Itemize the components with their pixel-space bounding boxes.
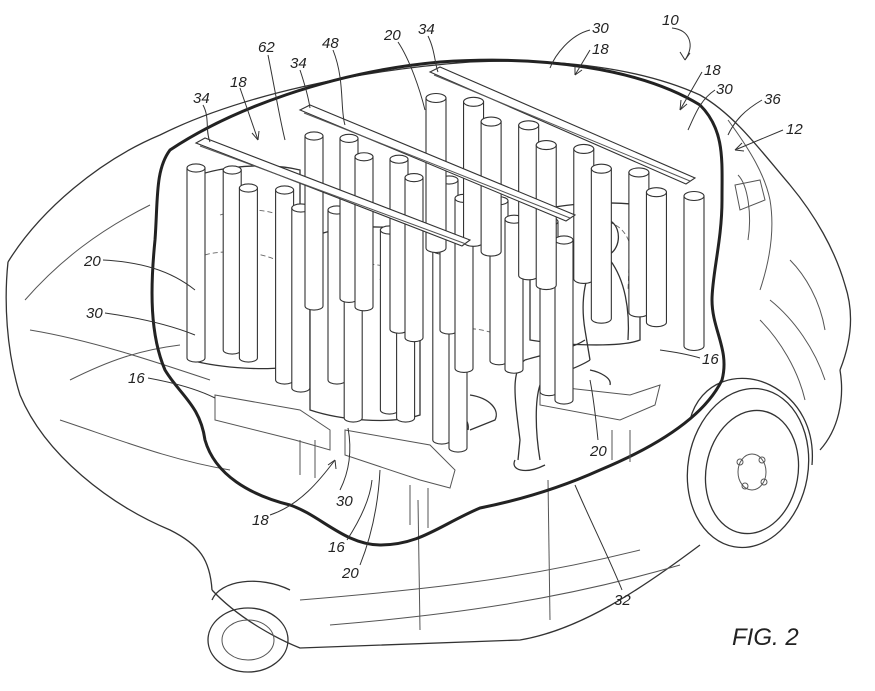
label-34-mid: 34 [290, 55, 307, 72]
label-18-right: 18 [704, 62, 721, 79]
tube-top [628, 167, 650, 178]
label-30-right: 30 [716, 81, 733, 98]
tube-top [238, 183, 258, 193]
tube-top [463, 96, 485, 107]
tube [425, 97, 447, 254]
label-34-left: 34 [193, 90, 210, 107]
label-18-bottom: 18 [252, 512, 269, 529]
tube-top [389, 154, 409, 164]
label-32: 32 [614, 592, 631, 609]
tube [628, 171, 650, 318]
tube-top [275, 185, 295, 195]
tube-top [354, 152, 374, 162]
tube-top [404, 173, 424, 183]
label-10: 10 [662, 12, 679, 29]
inflatable-tubes [186, 92, 705, 453]
label-18-top: 18 [592, 41, 609, 58]
label-30-bottom: 30 [336, 493, 353, 510]
tube [354, 156, 374, 312]
label-34-top: 34 [418, 21, 435, 38]
rail-rear [194, 137, 472, 247]
label-20-bottom: 20 [341, 565, 359, 582]
tube [554, 239, 574, 405]
tube-top [518, 120, 540, 131]
label-18-left: 18 [230, 74, 247, 91]
label-30-top: 30 [592, 20, 609, 37]
tube [304, 135, 324, 311]
label-48: 48 [322, 35, 339, 52]
tube-top [304, 131, 324, 141]
cutaway-boundary [150, 58, 726, 547]
tube-top [590, 163, 612, 174]
front-wheel [686, 377, 814, 549]
tube-top [573, 143, 595, 154]
leader-lines [102, 27, 784, 591]
rear-wheel [207, 580, 291, 673]
tube [645, 191, 667, 328]
tube [590, 168, 612, 324]
tube [222, 169, 242, 355]
tube-top [683, 190, 705, 202]
tube [573, 148, 595, 284]
label-36: 36 [764, 91, 781, 108]
tube-top [535, 140, 557, 151]
reference-numerals: 10 30 18 18 30 36 12 20 34 48 62 34 18 3… [83, 12, 803, 651]
label-62: 62 [258, 39, 275, 56]
label-16-bottom: 16 [328, 539, 345, 556]
tube [275, 189, 295, 385]
label-16-left: 16 [128, 370, 145, 387]
tube [186, 167, 206, 363]
tube [404, 177, 424, 343]
tube-top [480, 116, 502, 127]
label-16-right: 16 [702, 351, 719, 368]
tube-top [186, 163, 206, 173]
tube-top [425, 92, 447, 104]
label-20-top: 20 [383, 27, 401, 44]
rail-middle [298, 104, 577, 222]
label-12: 12 [786, 121, 803, 138]
label-20-left: 20 [83, 253, 101, 270]
tube-top [554, 235, 574, 245]
tube [238, 187, 258, 363]
tube-top [645, 187, 667, 198]
label-30-left: 30 [86, 305, 103, 322]
figure-caption: FIG. 2 [732, 624, 799, 651]
label-20-right: 20 [589, 443, 607, 460]
tube [683, 195, 705, 352]
tube-top [339, 133, 359, 143]
tube [535, 144, 557, 291]
tube-top [222, 165, 242, 175]
